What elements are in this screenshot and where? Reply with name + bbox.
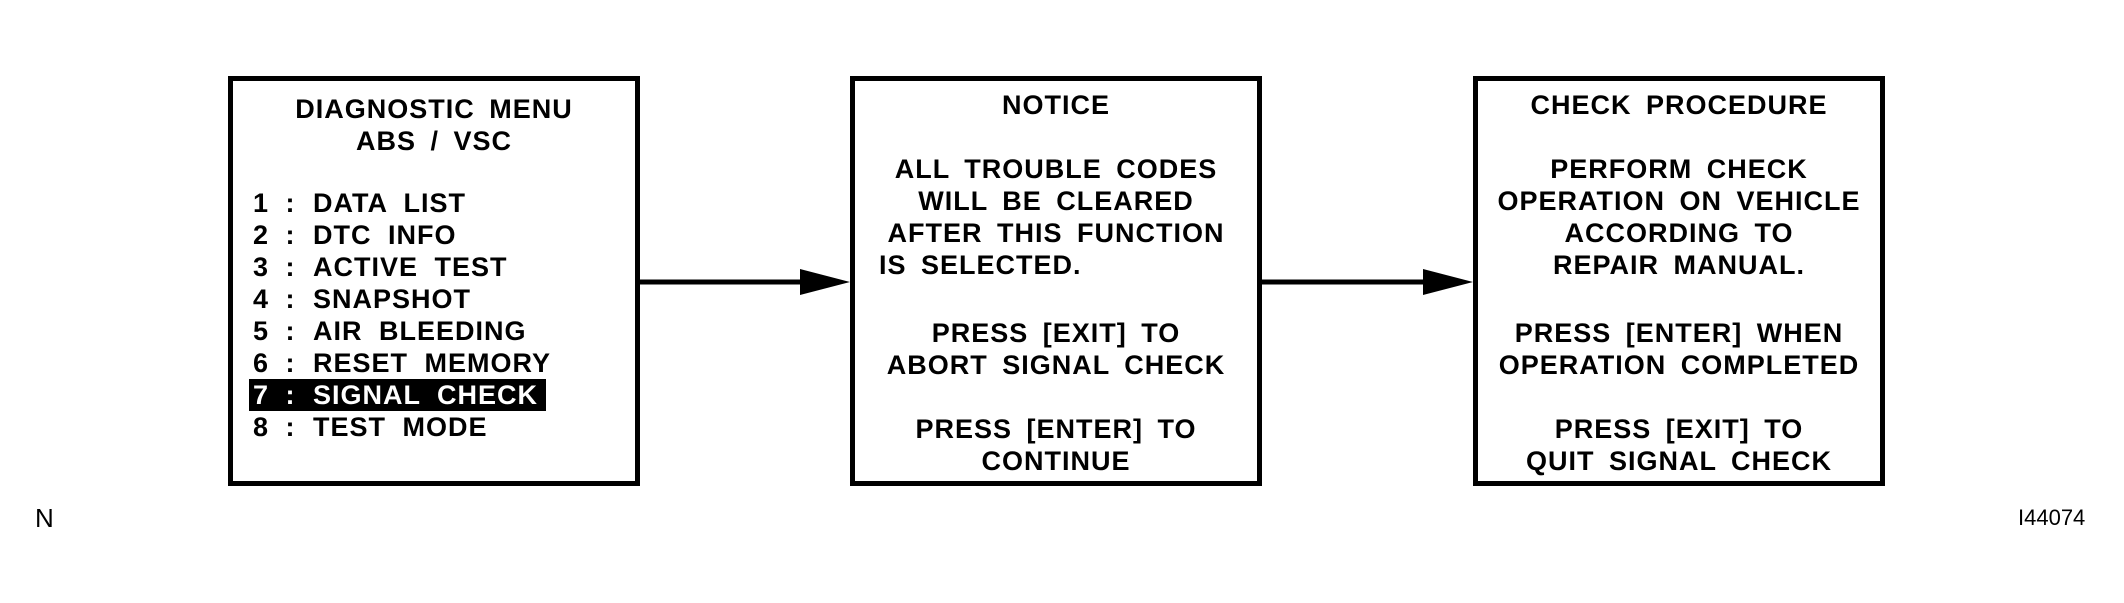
menu-item-reset-memory[interactable]: 6 : RESET MEMORY (253, 347, 551, 379)
notice-line: PRESS [EXIT] TO (931, 318, 1181, 348)
flow-arrow-right-icon (640, 269, 850, 295)
check-procedure-line: OPERATION ON VEHICLE (1497, 186, 1861, 216)
menu-item-number: 1 : (253, 188, 296, 218)
check-procedure-title: CHECK PROCEDURE (1530, 90, 1828, 120)
menu-item-label: SNAPSHOT (313, 284, 472, 314)
check-procedure-line: PRESS [EXIT] TO (1554, 414, 1804, 444)
flow-arrow-right-icon (1262, 269, 1473, 295)
menu-item-dtc-info[interactable]: 2 : DTC INFO (253, 219, 457, 251)
menu-item-label: DTC INFO (313, 220, 457, 250)
notice-line: ALL TROUBLE CODES (894, 154, 1218, 184)
menu-item-snapshot[interactable]: 4 : SNAPSHOT (253, 283, 471, 315)
check-procedure-line: PRESS [ENTER] WHEN (1514, 318, 1844, 348)
menu-item-number: 2 : (253, 220, 296, 250)
menu-item-test-mode[interactable]: 8 : TEST MODE (253, 411, 488, 443)
check-procedure-line: PERFORM CHECK (1550, 154, 1808, 184)
menu-item-data-list[interactable]: 1 : DATA LIST (253, 187, 466, 219)
menu-item-number: 3 : (253, 252, 296, 282)
notice-line: WILL BE CLEARED (918, 186, 1194, 216)
notice-screen: NOTICE ALL TROUBLE CODES WILL BE CLEARED… (850, 76, 1262, 486)
corner-mark: N (35, 503, 54, 533)
menu-item-number: 7 : (253, 380, 296, 410)
menu-item-number: 5 : (253, 316, 296, 346)
menu-item-number: 6 : (253, 348, 296, 378)
menu-item-label: ACTIVE TEST (313, 252, 508, 282)
notice-line: PRESS [ENTER] TO (915, 414, 1197, 444)
menu-item-signal-check[interactable]: 7 : SIGNAL CHECK (249, 379, 547, 411)
menu-item-active-test[interactable]: 3 : ACTIVE TEST (253, 251, 508, 283)
check-procedure-line: ACCORDING TO (1564, 218, 1794, 248)
notice-title: NOTICE (1001, 90, 1110, 120)
menu-item-number: 8 : (253, 412, 296, 442)
menu-item-label: AIR BLEEDING (313, 316, 527, 346)
notice-line: IS SELECTED. (879, 250, 1082, 280)
check-procedure-line: QUIT SIGNAL CHECK (1525, 446, 1832, 476)
diagnostic-menu-screen: DIAGNOSTIC MENU ABS / VSC 1 : DATA LIST 2… (228, 76, 640, 486)
menu-item-number: 4 : (253, 284, 296, 314)
menu-item-label: RESET MEMORY (313, 348, 552, 378)
check-procedure-line: REPAIR MANUAL. (1553, 250, 1805, 280)
menu-item-air-bleeding[interactable]: 5 : AIR BLEEDING (253, 315, 527, 347)
check-procedure-line: OPERATION COMPLETED (1498, 350, 1860, 380)
menu-title: DIAGNOSTIC MENU (295, 94, 573, 124)
menu-item-label: TEST MODE (313, 412, 488, 442)
notice-line: CONTINUE (981, 446, 1131, 476)
notice-line: AFTER THIS FUNCTION (887, 218, 1225, 248)
notice-line: ABORT SIGNAL CHECK (886, 350, 1226, 380)
figure-id: I44074 (2018, 505, 2086, 530)
check-procedure-screen: CHECK PROCEDURE PERFORM CHECK OPERATION … (1473, 76, 1885, 486)
menu-item-label: SIGNAL CHECK (313, 380, 539, 410)
menu-item-label: DATA LIST (313, 188, 466, 218)
menu-subtitle: ABS / VSC (355, 126, 513, 156)
